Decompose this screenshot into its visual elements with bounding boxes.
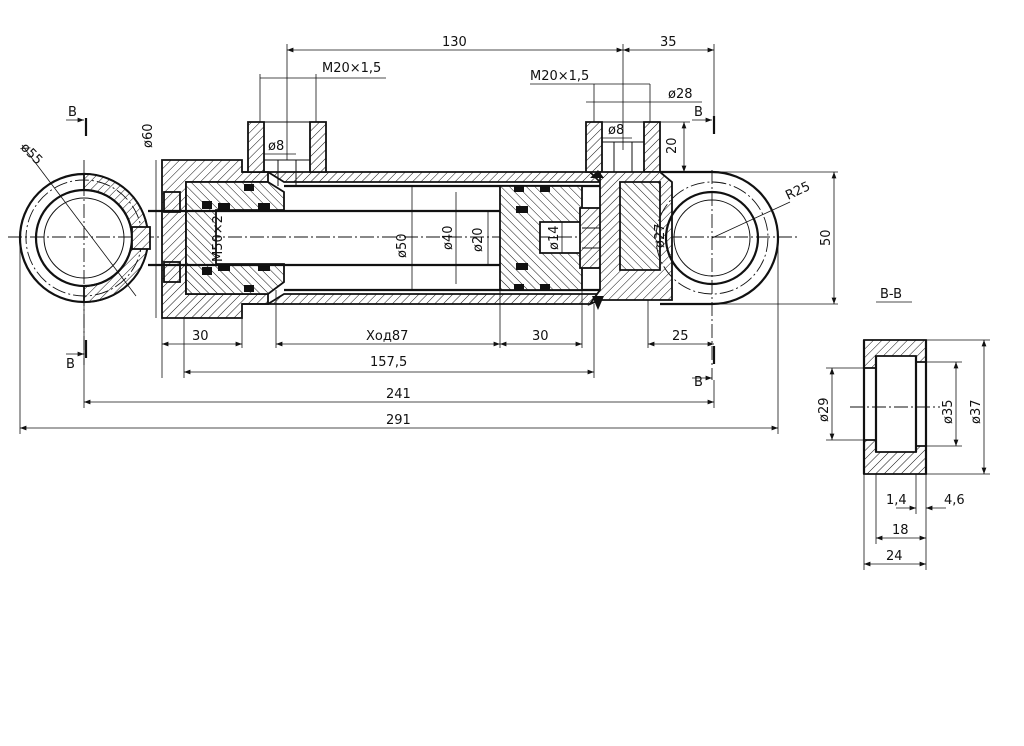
section-mark-bottom-left: B [66,357,75,372]
section-mark-bottom-right: B [694,375,703,390]
section-mark-top-left: B [68,105,77,120]
top-dimensions: 130 35 M20×1,5 M20×1,5 ø28 ø8 ø8 20 [259,35,715,172]
section-dim-4-6: 4,6 [944,493,965,508]
diameter-labels: ø60 ø55 R25 50 M50×2 ø50 ø40 ø20 ø14 ø27 [17,124,838,318]
dim-35: 35 [660,35,677,50]
dim-50: 50 [819,229,834,246]
stroke-label: Ход87 [366,329,408,344]
bottom-dimensions: 30 Ход87 30 25 157,5 241 291 [19,238,779,434]
section-dim-1-4: 1,4 [886,493,907,508]
dia55-label: ø55 [17,140,45,168]
dia8-right-label: ø8 [608,123,624,138]
dim-241: 241 [386,387,411,402]
section-mark-top-right: B [694,105,703,120]
dia8-left-label: ø8 [268,139,284,154]
dia27-label: ø27 [653,224,668,249]
rear-cap [587,170,791,380]
cylinder-tube [242,171,603,305]
dim-157: 157,5 [370,355,407,370]
r25-label: R25 [783,179,813,203]
section-dia29-label: ø29 [817,398,832,423]
section-marks: B B B B [66,105,716,390]
dia20-label: ø20 [471,228,486,253]
thread-right-label: M20×1,5 [530,69,589,84]
section-view-title: B-B [880,287,902,302]
dia40-label: ø40 [441,226,456,251]
dim-291: 291 [386,413,411,428]
left-rod-eye [18,144,151,365]
dim-30-left: 30 [192,329,209,344]
thread-left-label: M20×1,5 [322,61,381,76]
dia14-label: ø14 [547,226,562,251]
section-dim-24: 24 [886,549,903,564]
section-dim-18: 18 [892,523,909,538]
left-port [247,121,327,186]
section-dia35-label: ø35 [941,400,956,425]
dim-25: 25 [672,329,689,344]
section-dia37-label: ø37 [969,400,984,425]
thread-m50-label: M50×2 [211,215,226,262]
section-view-bb: B-B ø29 ø35 ø37 1,4 4,6 18 24 [817,287,990,570]
dia50-label: ø50 [395,234,410,259]
dim-30-right: 30 [532,329,549,344]
dim-130: 130 [442,35,467,50]
dia28-label: ø28 [668,87,693,102]
dim-20: 20 [665,137,680,154]
dia60-label: ø60 [141,124,156,149]
